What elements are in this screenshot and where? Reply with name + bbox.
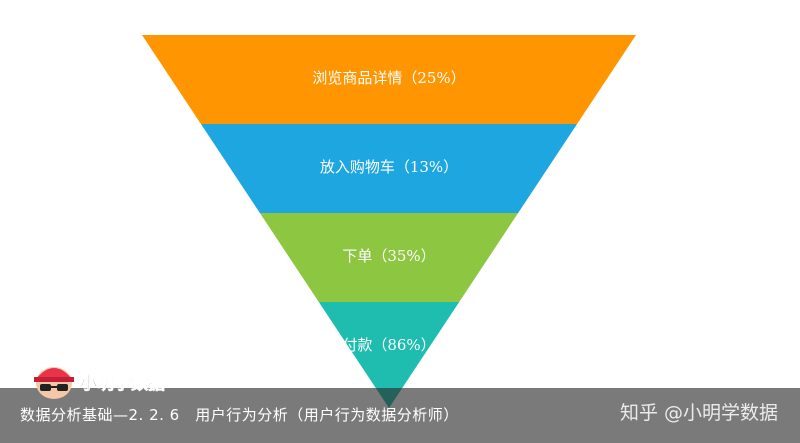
watermark: 知乎 @小明学数据	[619, 402, 778, 424]
funnel-stage-label-3: 下单（35%）	[342, 247, 435, 265]
funnel-stage-3	[259, 213, 519, 302]
funnel-stage-2	[200, 124, 578, 213]
funnel-stage-label-4: 付款（86%）	[342, 336, 435, 354]
funnel-stage-4	[318, 302, 460, 408]
page-caption: 数据分析基础—2. 2. 6 用户行为分析（用户行为数据分析师）	[20, 406, 459, 424]
funnel-stage-label-2: 放入购物车（13%）	[320, 158, 458, 176]
logo-text: 小明学数据	[80, 373, 165, 394]
caption-bar	[0, 388, 800, 443]
funnel-stage-label-1: 浏览商品详情（25%）	[312, 69, 465, 87]
logo: 小明学数据	[34, 367, 165, 399]
funnel-stage-1	[142, 35, 636, 124]
